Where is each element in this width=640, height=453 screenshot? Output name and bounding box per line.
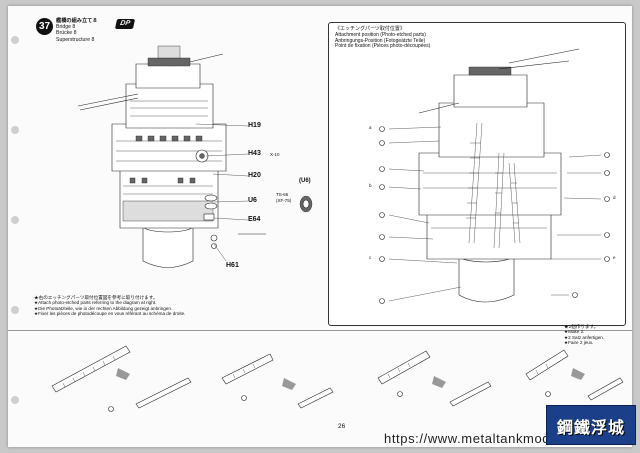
part-callout-h20: H20	[248, 172, 261, 179]
watermark-logo-main: 鋼鐵浮城	[556, 418, 625, 437]
instruction-page: 37 艦橋の組み立て８ Bridge 8 Brücke 8 Superstruc…	[8, 6, 632, 447]
bridge-assembly-drawing	[77, 45, 313, 268]
watermark-logo: 鋼鐵浮城	[546, 405, 636, 445]
paint-callout-ts66: TS-66	[276, 192, 289, 197]
binder-hole	[11, 126, 19, 134]
step-title-de: Brücke 8	[56, 30, 77, 37]
attachment-box-header: 《エッチングパーツ取付位置》 Attachment position (Phot…	[335, 26, 431, 50]
step-title-jp: 艦橋の組み立て８	[56, 18, 98, 24]
binder-hole	[11, 306, 19, 314]
watermark-url: https://www.metaltankmodel.com	[384, 431, 593, 446]
marker-c: c	[369, 255, 372, 260]
note-line-jp: ★右のエッチングパーツ取付位置図を参考に取り付けます。	[34, 295, 158, 300]
note-line-de: ★Die Photoätzteile, wie in der rechten A…	[34, 305, 173, 311]
note2-line-jp: ★2個作ります。	[564, 324, 599, 329]
tool-callout-x10: X-10	[270, 152, 280, 157]
binder-hole	[11, 396, 19, 404]
part-callout-u6-paren: (U6)	[299, 178, 311, 184]
part-callout-e64: E64	[248, 216, 261, 223]
attachment-header-jp: 《エッチングパーツ取付位置》	[335, 26, 405, 32]
section-divider	[8, 330, 632, 331]
attachment-header-de: Anbringungs-Position (Fotogeätzte Teile)	[335, 37, 426, 44]
part-callout-u6: U6	[248, 197, 257, 204]
page-number: 26	[338, 423, 346, 430]
part-callout-h61: H61	[226, 262, 239, 269]
paint-callout-ts66-sub: (XF-75)	[276, 198, 292, 203]
marker-b: b	[369, 183, 372, 188]
make-two-note: ★2個作ります。 ★Make 2. ★2 Satz anfertigen. ★F…	[564, 324, 604, 346]
marker-d: d	[613, 195, 616, 200]
step-title: 艦橋の組み立て８ Bridge 8 Brücke 8 Superstructur…	[56, 18, 98, 43]
note2-line-en: ★Make 2.	[564, 329, 585, 335]
step-title-fr: Superstructure 8	[56, 36, 95, 43]
attachment-position-box: 《エッチングパーツ取付位置》 Attachment position (Phot…	[328, 22, 626, 326]
note-line-fr: ★Fixer les pièces de photodécoupe en vou…	[34, 311, 186, 317]
photo-etch-substeps	[51, 345, 624, 412]
note2-line-fr: ★Faire 2 jeux.	[564, 340, 594, 346]
part-callout-h43: H43	[248, 150, 261, 157]
marker-a: a	[369, 125, 372, 130]
step-title-en: Bridge 8	[56, 24, 76, 31]
binder-hole	[11, 36, 19, 44]
binder-hole	[11, 216, 19, 224]
instruction-note: ★右のエッチングパーツ取付位置図を参考に取り付けます。 ★Attach phot…	[34, 295, 185, 317]
attachment-header-fr: Point de fixation (Pièces photo-découpée…	[335, 43, 431, 50]
note2-line-de: ★2 Satz anfertigen.	[564, 334, 605, 340]
step-number-badge: 37	[36, 18, 53, 35]
part-callout-h19: H19	[248, 122, 261, 129]
marker-e: e	[613, 255, 616, 260]
attachment-drawing	[379, 48, 610, 304]
note-line-en: ★Attach photo-etched parts referring to …	[34, 300, 157, 306]
attachment-header-en: Attachment position (Photo-etched parts)	[335, 31, 426, 38]
